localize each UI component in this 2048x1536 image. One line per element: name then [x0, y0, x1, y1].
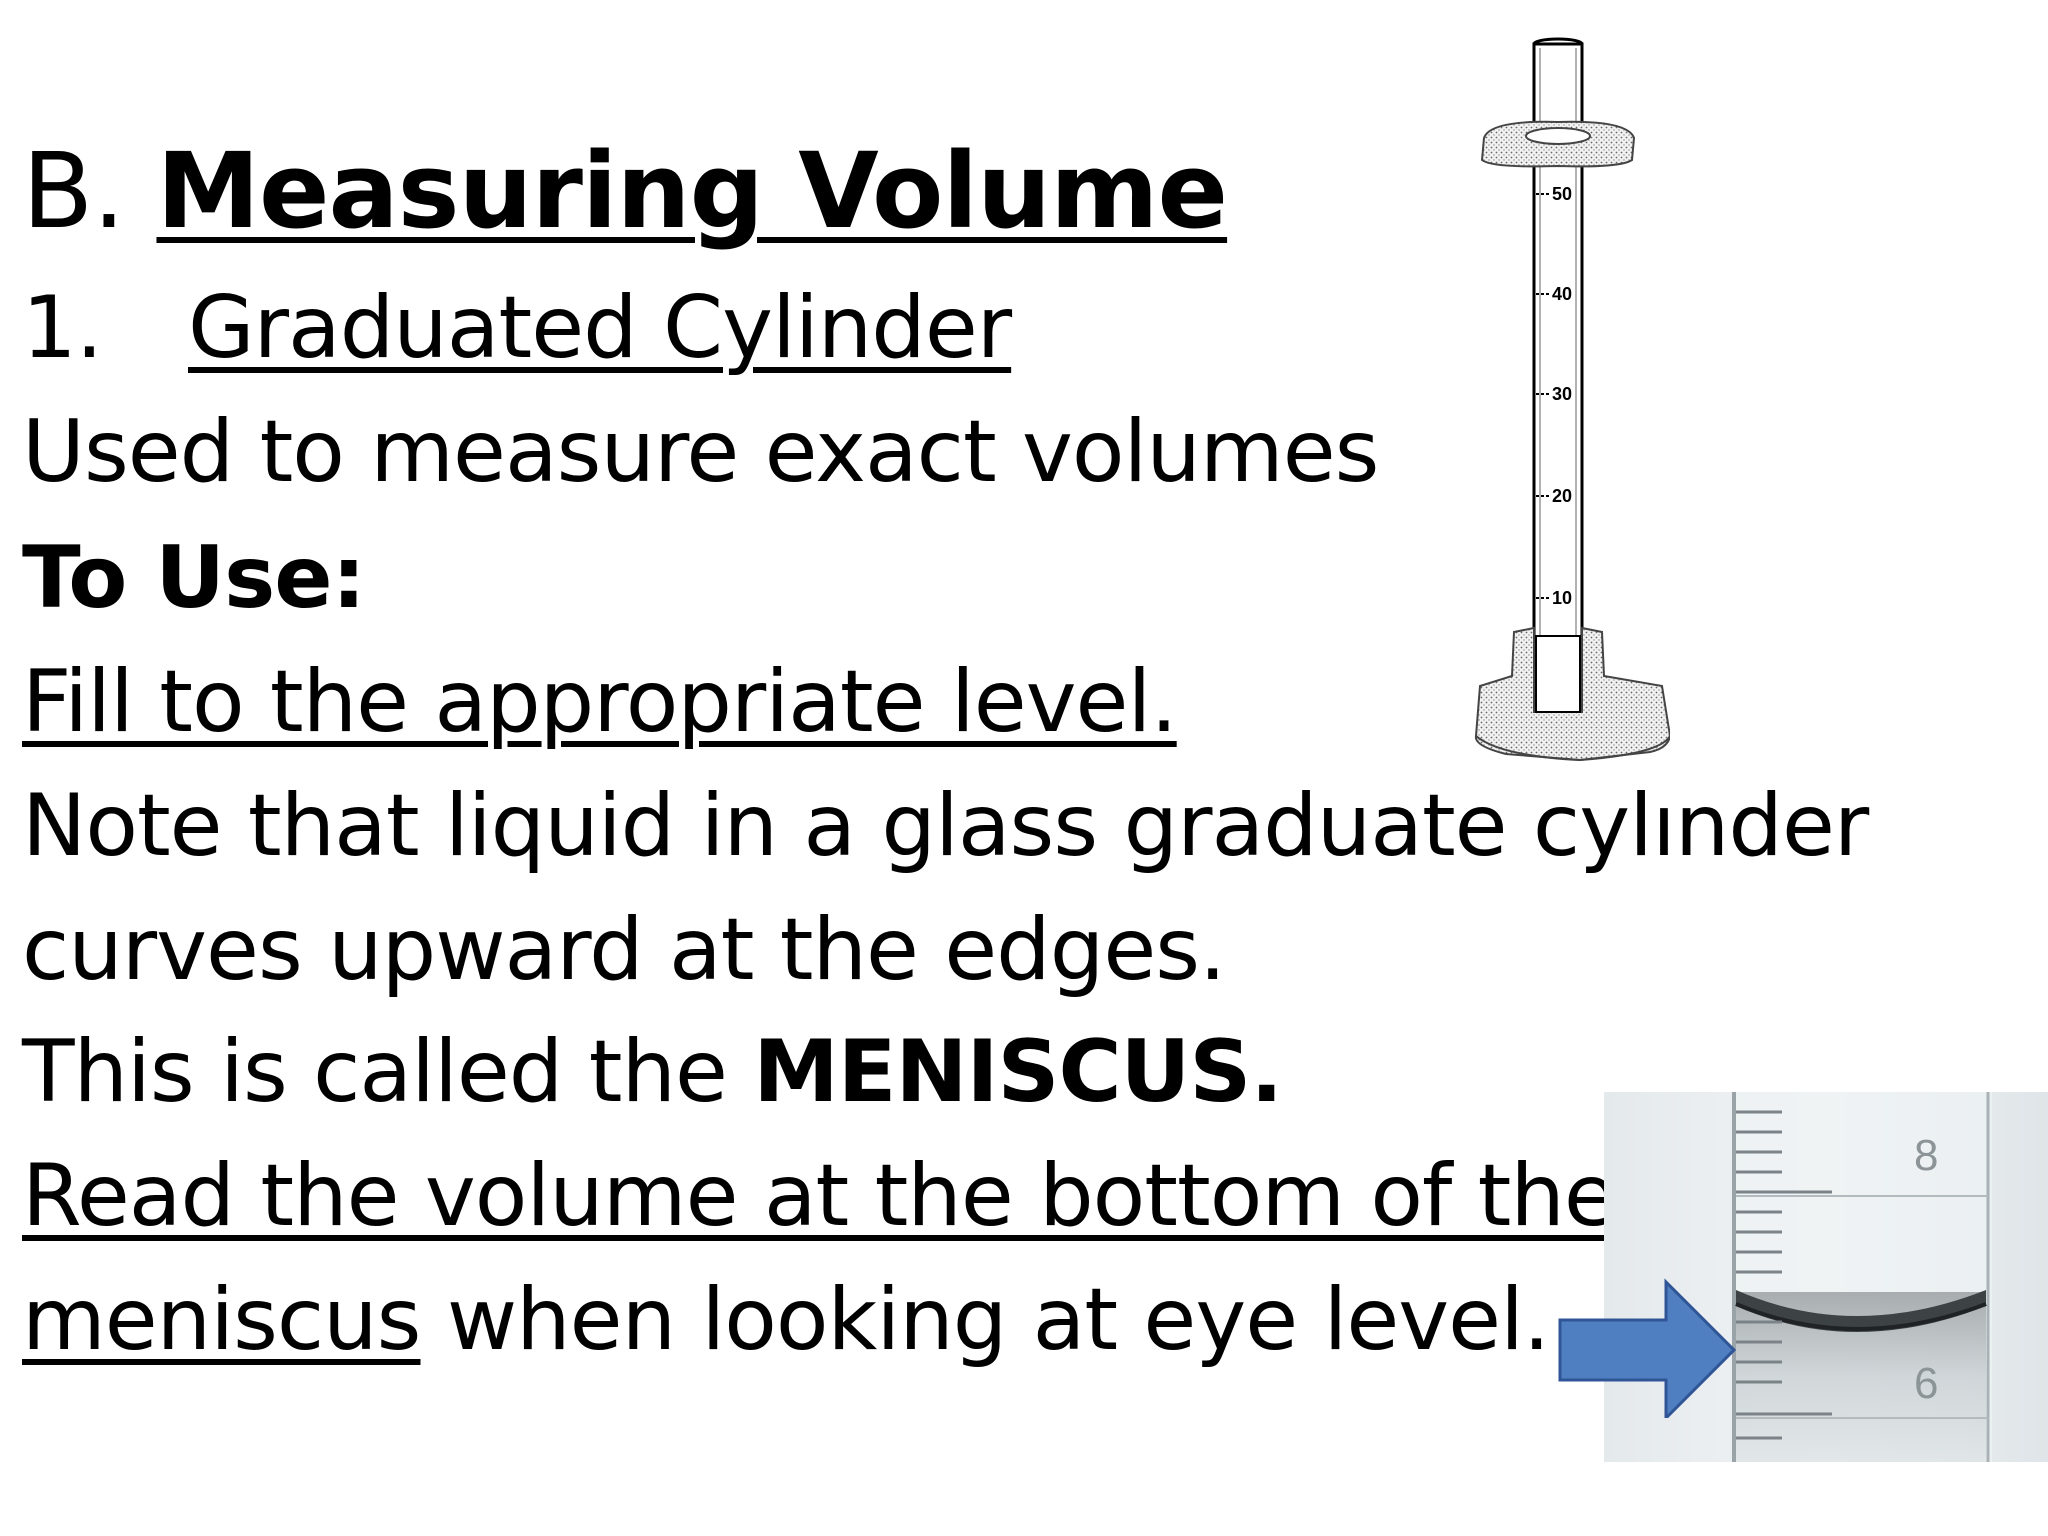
photo-graduations — [1736, 1110, 1832, 1440]
slide-title: B. Measuring Volume — [22, 130, 1228, 252]
fill-step-text: Fill to the appropriate level. — [22, 652, 1178, 752]
photo-label-8: 8 — [1914, 1131, 1938, 1180]
read-instruction-rest: when looking at eye level. — [420, 1270, 1551, 1370]
tick-label-30: 30 — [1552, 384, 1572, 404]
note-line-2: curves upward at the edges. — [22, 900, 1226, 1000]
right-arrow-icon — [1558, 1278, 1737, 1418]
list-item-number: 1. — [22, 278, 103, 378]
list-item-graduated-cylinder: 1. Graduated Cylinder — [22, 278, 1012, 378]
note-line-1: Note that liquid in a glass graduate cyl… — [22, 776, 1869, 876]
to-use-heading: To Use: — [22, 528, 366, 628]
tick-label-50: 50 — [1552, 184, 1572, 204]
tick-label-40: 40 — [1552, 284, 1572, 304]
read-instruction-text: Read the volume at the bottom of the — [22, 1146, 1617, 1246]
read-meniscus-word: meniscus — [22, 1270, 421, 1370]
list-item-label: Graduated Cylinder — [188, 278, 1012, 378]
graduated-cylinder-illustration: 50 40 30 20 10 — [1474, 37, 1670, 762]
description-text: Used to measure exact volumes — [22, 402, 1379, 502]
meniscus-definition-prefix: This is called the — [22, 1022, 728, 1122]
photo-label-6: 6 — [1914, 1359, 1938, 1408]
title-prefix: B. — [22, 130, 125, 252]
cylinder-scale: 50 40 30 20 10 — [1536, 184, 1572, 608]
tick-label-20: 20 — [1552, 486, 1572, 506]
arrow-shape — [1558, 1278, 1737, 1418]
read-instruction-line-1: Read the volume at the bottom of the — [22, 1146, 1617, 1246]
read-instruction-line-2: meniscus when looking at eye level. — [22, 1270, 1551, 1370]
title-text: Measuring Volume — [156, 130, 1228, 252]
meniscus-term: MENISCUS. — [753, 1022, 1283, 1122]
tick-label-10: 10 — [1552, 588, 1572, 608]
fill-step: Fill to the appropriate level. — [22, 652, 1178, 752]
meniscus-definition: This is called the MENISCUS. — [22, 1022, 1283, 1122]
cylinder-base — [1474, 626, 1670, 762]
